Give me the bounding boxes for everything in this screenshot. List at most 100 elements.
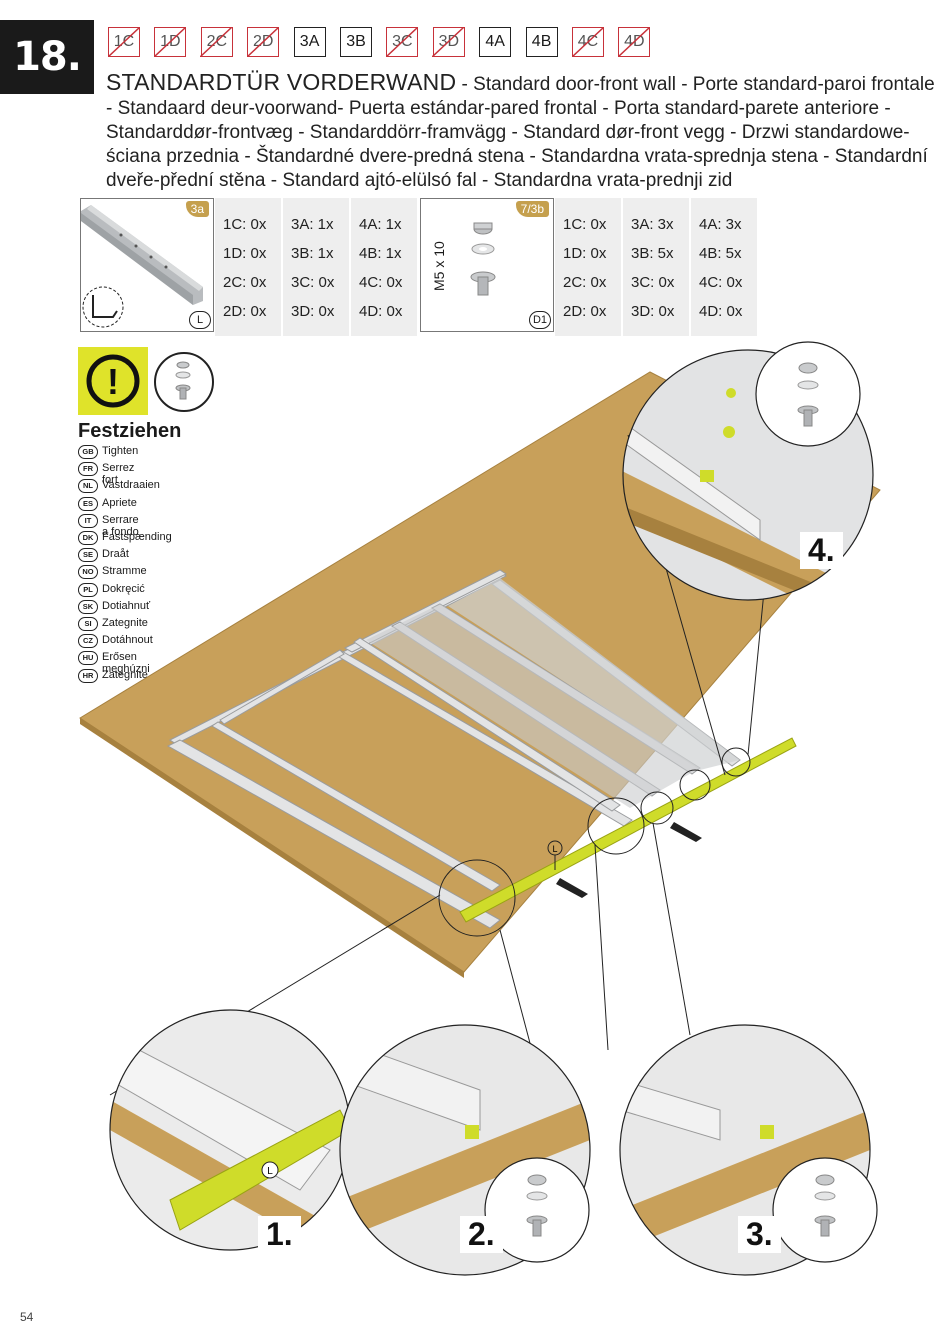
- screw-part-icon: [470, 222, 496, 296]
- strike-icon: [385, 26, 418, 57]
- quantity-cell: 4B: 1x: [359, 245, 402, 262]
- translation-text: Dotiahnuť: [102, 599, 151, 612]
- translation-text: Serrez fort: [102, 462, 135, 487]
- translation-text: Erősen meghúzni: [102, 651, 150, 676]
- quantity-cell: 2D: 0x: [563, 303, 607, 320]
- quantity-cell: 3C: 0x: [291, 274, 335, 291]
- quantity-cell: 1D: 0x: [563, 245, 607, 262]
- translation-text: Stramme: [102, 565, 147, 578]
- variant-box-3b: 3B: [340, 27, 372, 57]
- translation-text: Dotáhnout: [102, 634, 153, 647]
- translation-text: Zategnite: [102, 668, 148, 681]
- variant-box-4d: 4D: [617, 26, 651, 57]
- quantity-cell: 4A: 3x: [699, 216, 742, 233]
- translation-row: HR Zategnite: [78, 668, 148, 686]
- warning-box: !: [78, 347, 148, 415]
- quantity-cell: 4C: 0x: [359, 274, 403, 291]
- part-corner-label: D1: [529, 311, 551, 329]
- quantity-cell: 4B: 5x: [699, 245, 742, 262]
- quantity-cell: 2C: 0x: [223, 274, 267, 291]
- quantity-column: 1C: 0x 1D: 0x 2C: 0x 2D: 0x: [215, 198, 281, 336]
- part-image-screw: 7/3b D1 M5 x 10: [420, 198, 554, 332]
- page-number: 54: [20, 1310, 34, 1324]
- warning-icon: !: [86, 354, 140, 408]
- language-code-badge: FR: [78, 462, 98, 477]
- step-title: STANDARDTÜR VORDERWAND - Standard door-f…: [106, 70, 936, 193]
- screw-size-label: M5 x 10: [431, 241, 447, 291]
- strike-icon: [571, 26, 604, 57]
- translation-row: IT Serrare a fondo: [78, 513, 139, 538]
- translation-row: FR Serrez fort: [78, 462, 134, 486]
- screw-tighten-icon: [154, 352, 214, 412]
- language-code-badge: HU: [78, 651, 98, 666]
- detail-label-4: 4.: [800, 532, 843, 569]
- strike-icon: [432, 26, 465, 57]
- quantity-cell: 3B: 5x: [631, 245, 674, 262]
- part-badge: 3a: [185, 201, 209, 217]
- quantity-cell: 3A: 3x: [631, 216, 674, 233]
- profile-part-icon: [81, 205, 203, 328]
- language-code-badge: IT: [78, 513, 98, 528]
- variant-box-3a: 3A: [293, 27, 326, 57]
- quantity-cell: 4D: 0x: [699, 303, 743, 320]
- variant-box-1d: 1D: [153, 26, 187, 57]
- quantity-cell: 1C: 0x: [223, 216, 267, 233]
- quantity-cell: 3D: 0x: [291, 303, 335, 320]
- quantity-column: 1C: 0x 1D: 0x 2C: 0x 2D: 0x: [555, 198, 621, 336]
- language-code-badge: ES: [78, 496, 98, 511]
- quantity-cell: 2D: 0x: [223, 303, 267, 320]
- quantity-cell: 3C: 0x: [631, 274, 675, 291]
- strike-icon: [246, 26, 279, 57]
- step-number: 18.: [0, 20, 94, 94]
- variant-box-3d: 3D: [432, 26, 465, 57]
- language-code-badge: SE: [78, 548, 98, 563]
- quantity-cell: 1C: 0x: [563, 216, 607, 233]
- strike-icon: [617, 26, 650, 57]
- translation-text: Serrare a fondo: [102, 513, 139, 538]
- translation-row: SK Dotiahnuť: [78, 599, 150, 617]
- translation-text: Zategnite: [102, 617, 148, 629]
- variant-box-4a: 4A: [479, 27, 512, 57]
- language-code-badge: HR: [78, 668, 98, 683]
- language-code-badge: NO: [78, 565, 98, 580]
- language-code-badge: SI: [78, 617, 98, 631]
- translation-row: NL Vastdraaien: [78, 479, 160, 496]
- language-code-badge: NL: [78, 479, 98, 494]
- assembly-illustration: L L: [79, 341, 881, 1276]
- quantity-cell: 3D: 0x: [631, 303, 675, 320]
- part-badge: 7/3b: [515, 201, 549, 217]
- translation-text: Dokręcić: [102, 582, 145, 595]
- variant-box-2c: 2C: [200, 26, 233, 57]
- variant-box-4c: 4C: [571, 26, 604, 57]
- translation-text: Tighten: [102, 445, 139, 457]
- strike-icon: [107, 26, 140, 57]
- part-corner-label: L: [189, 311, 211, 329]
- language-code-badge: PL: [78, 582, 98, 597]
- warning-symbol: !: [107, 361, 119, 402]
- quantity-cell: 3A: 1x: [291, 216, 334, 233]
- strike-icon: [200, 26, 233, 57]
- step-title-main: STANDARDTÜR VORDERWAND: [106, 69, 457, 95]
- quantity-column: 3A: 1x 3B: 1x 3C: 0x 3D: 0x: [283, 198, 349, 336]
- language-code-badge: SK: [78, 599, 98, 614]
- warning-title: Festziehen: [78, 420, 182, 442]
- detail-label-2: 2.: [460, 1216, 503, 1253]
- quantity-cell: 3B: 1x: [291, 245, 334, 262]
- detail-label-3: 3.: [738, 1216, 781, 1253]
- translation-row: HU Erősen meghúzni: [78, 651, 150, 675]
- variant-box-2d: 2D: [246, 26, 280, 57]
- variant-box-1c: 1C: [107, 26, 140, 57]
- translation-row: SI Zategnite: [78, 617, 148, 634]
- translation-text: Vastdraaien: [102, 479, 160, 492]
- quantity-column: 3A: 3x 3B: 5x 3C: 0x 3D: 0x: [623, 198, 689, 336]
- quantity-cell: 2C: 0x: [563, 274, 607, 291]
- translation-row: PL Dokręcić: [78, 582, 145, 600]
- quantity-cell: 4A: 1x: [359, 216, 402, 233]
- quantity-cell: 1D: 0x: [223, 245, 267, 262]
